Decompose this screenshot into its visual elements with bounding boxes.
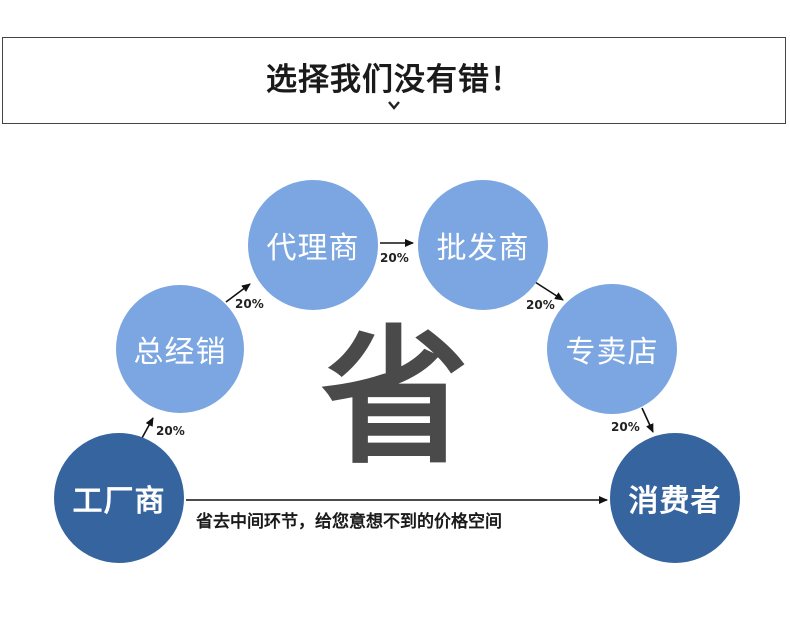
flow-caption: 省去中间环节，给您意想不到的价格空间 bbox=[196, 512, 502, 532]
markup-label: 20% bbox=[235, 297, 264, 311]
node-consumer: 消费者 bbox=[610, 433, 740, 563]
header-banner: 选择我们没有错！ bbox=[2, 37, 786, 124]
arrow-factory-to-general bbox=[141, 417, 154, 439]
node-agent: 代理商 bbox=[248, 180, 378, 310]
node-wholesaler: 批发商 bbox=[418, 180, 548, 310]
node-general-distributor: 总经销 bbox=[116, 285, 244, 413]
node-factory: 工厂商 bbox=[54, 433, 184, 563]
arrow-general-to-agent bbox=[225, 283, 251, 303]
chevron-down-icon bbox=[388, 101, 400, 110]
markup-label: 20% bbox=[526, 298, 555, 312]
markup-label: 20% bbox=[380, 251, 409, 265]
arrow-wholesale-to-store bbox=[534, 281, 564, 301]
markup-label: 20% bbox=[611, 420, 640, 434]
node-store: 专卖店 bbox=[547, 284, 677, 414]
arrow-store-to-consumer bbox=[641, 407, 654, 433]
markup-label: 20% bbox=[156, 424, 185, 438]
header-title: 选择我们没有错！ bbox=[266, 62, 522, 98]
center-save-character: 省 bbox=[321, 312, 469, 484]
